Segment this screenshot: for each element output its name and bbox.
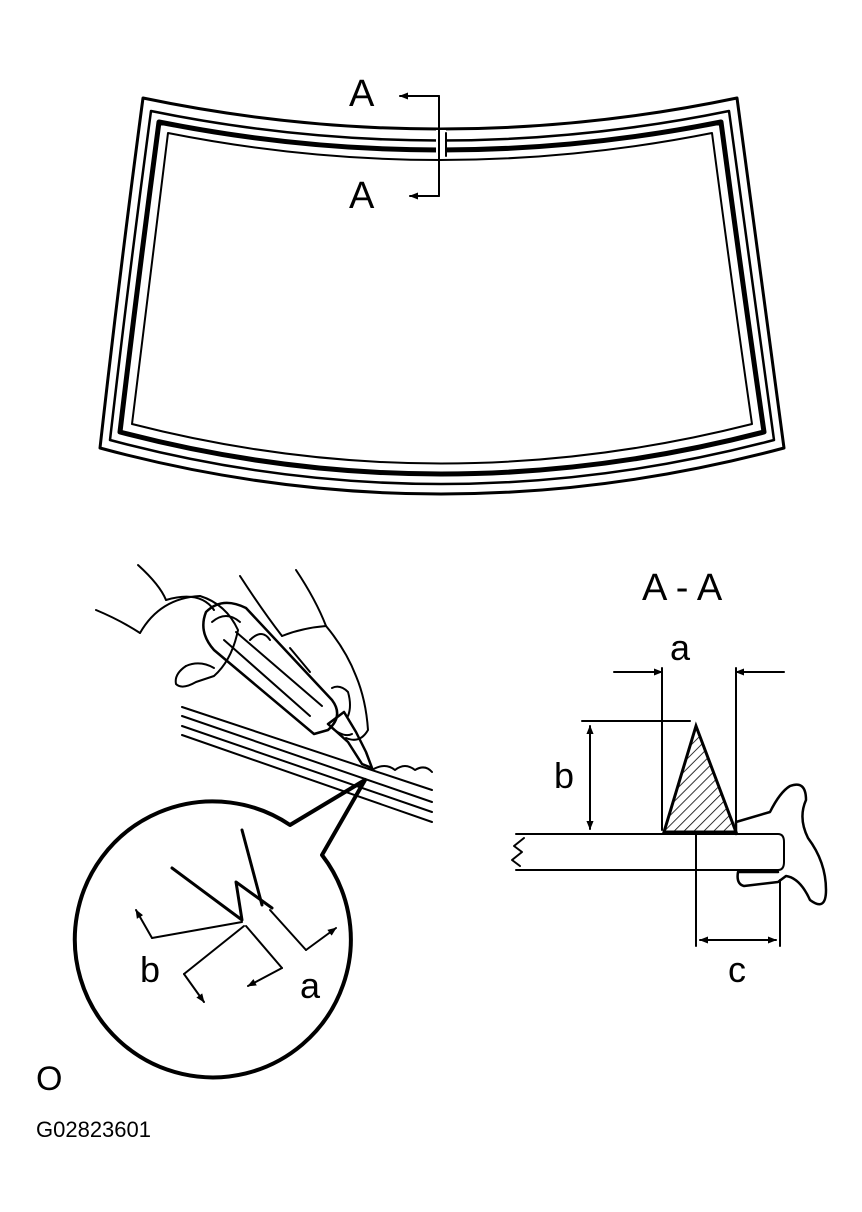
section-dim-b-label: b (554, 755, 574, 796)
section-marker-bottom-label: A (349, 175, 375, 217)
bubble-dim-a-label: a (300, 965, 321, 1006)
figure-code: G02823601 (36, 1117, 151, 1142)
section-marker-top-label: A (349, 73, 375, 115)
section-dim-c-label: c (728, 949, 746, 990)
section-view-drawing (511, 667, 828, 947)
detail-bubble (72, 778, 367, 1080)
bubble-dim-b-label: b (140, 949, 160, 990)
section-dim-a-label: a (670, 627, 691, 668)
section-line-aa (399, 92, 440, 200)
corner-mark: O (36, 1060, 62, 1098)
sealant-gun-illustration (95, 564, 433, 823)
section-view-title: A - A (642, 567, 723, 609)
windshield-outline (98, 96, 786, 496)
